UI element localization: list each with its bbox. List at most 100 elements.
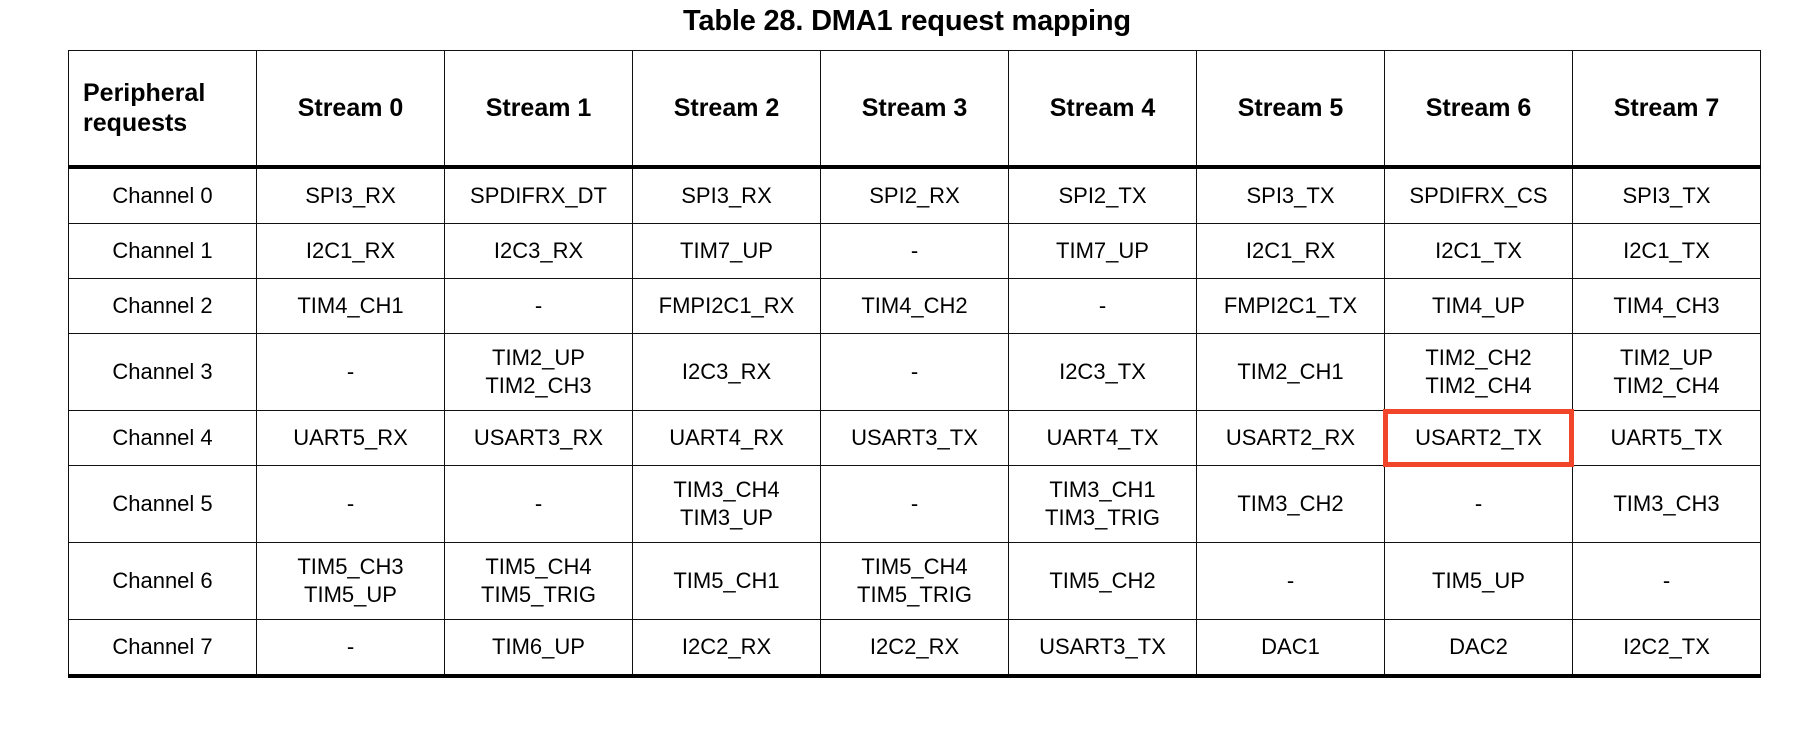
cell-r5-stream-4: TIM3_CH1 TIM3_TRIG xyxy=(1008,465,1197,543)
row-header-channel-6: Channel 6 xyxy=(68,542,257,620)
cell-r5-stream-7: TIM3_CH3 xyxy=(1572,465,1761,543)
cell-value: - xyxy=(534,491,543,516)
cell-value: USART2_TX xyxy=(1415,425,1542,450)
cell-r7-stream-6: DAC2 xyxy=(1384,619,1573,678)
cell-r6-stream-2: TIM5_CH1 xyxy=(632,542,821,620)
cell-value: TIM6_UP xyxy=(492,634,585,659)
cell-value: TIM4_UP xyxy=(1432,293,1525,318)
cell-r6-stream-0: TIM5_CH3 TIM5_UP xyxy=(256,542,445,620)
cell-value: TIM2_CH1 xyxy=(1237,359,1344,384)
cell-value: I2C1_TX xyxy=(1435,238,1522,263)
table-body: Channel 0 SPI3_RX SPDIFRX_DT SPI3_RX SPI2_RX… xyxy=(68,166,1761,678)
row-header-channel-0: Channel 0 xyxy=(68,166,257,224)
cell-r0-stream-0: SPI3_RX xyxy=(256,166,445,224)
cell-r5-stream-2: TIM3_CH4 TIM3_UP xyxy=(632,465,821,543)
column-header-stream-0: Stream 0 xyxy=(256,50,445,169)
cell-value: I2C1_RX xyxy=(305,238,396,263)
cell-r3-stream-6: TIM2_CH2 TIM2_CH4 xyxy=(1384,333,1573,411)
column-header-stream-3: Stream 3 xyxy=(820,50,1009,169)
column-header-stream-1: Stream 1 xyxy=(444,50,633,169)
column-header-stream-7: Stream 7 xyxy=(1572,50,1761,169)
cell-r2-stream-6: TIM4_UP xyxy=(1384,278,1573,334)
cell-value: TIM3_CH1 TIM3_TRIG xyxy=(1045,477,1160,530)
cell-r1-stream-7: I2C1_TX xyxy=(1572,223,1761,279)
cell-r4-stream-3: USART3_TX xyxy=(820,410,1009,466)
cell-value: I2C2_RX xyxy=(681,634,772,659)
cell-value: TIM2_UP TIM2_CH4 xyxy=(1613,345,1720,398)
cell-r5-stream-5: TIM3_CH2 xyxy=(1196,465,1385,543)
cell-value: DAC1 xyxy=(1261,634,1320,659)
cell-value: - xyxy=(346,359,355,384)
column-header-stream-2: Stream 2 xyxy=(632,50,821,169)
dma1-request-mapping-table-wrapper: Peripheral requests Stream 0 Stream 1 St… xyxy=(68,50,1761,678)
cell-value: SPI3_RX xyxy=(305,183,396,208)
cell-value: - xyxy=(534,293,543,318)
cell-value: TIM4_CH3 xyxy=(1613,293,1720,318)
column-header-peripheral-requests: Peripheral requests xyxy=(68,50,257,169)
cell-r3-stream-3: - xyxy=(820,333,1009,411)
cell-value: TIM7_UP xyxy=(1056,238,1149,263)
row-header-channel-7: Channel 7 xyxy=(68,619,257,678)
cell-value: - xyxy=(1662,568,1671,593)
cell-r2-stream-0: TIM4_CH1 xyxy=(256,278,445,334)
table-title: Table 28. DMA1 request mapping xyxy=(683,5,1131,37)
cell-value: UART5_TX xyxy=(1610,425,1723,450)
cell-r1-stream-3: - xyxy=(820,223,1009,279)
table-row: Channel 5--TIM3_CH4 TIM3_UP-TIM3_CH1 TIM… xyxy=(68,465,1761,543)
cell-r3-stream-1: TIM2_UP TIM2_CH3 xyxy=(444,333,633,411)
cell-r2-stream-1: - xyxy=(444,278,633,334)
cell-r6-stream-6: TIM5_UP xyxy=(1384,542,1573,620)
cell-r7-stream-1: TIM6_UP xyxy=(444,619,633,678)
row-header-channel-3: Channel 3 xyxy=(68,333,257,411)
cell-value: USART3_TX xyxy=(851,425,978,450)
cell-r3-stream-4: I2C3_TX xyxy=(1008,333,1197,411)
table-row: Channel 0 SPI3_RX SPDIFRX_DT SPI3_RX SPI2_RX… xyxy=(68,166,1761,224)
cell-value: UART4_RX xyxy=(669,425,784,450)
cell-r6-stream-4: TIM5_CH2 xyxy=(1008,542,1197,620)
cell-value: FMPI2C1_RX xyxy=(658,293,795,318)
cell-r0-stream-2: SPI3_RX xyxy=(632,166,821,224)
cell-r3-stream-5: TIM2_CH1 xyxy=(1196,333,1385,411)
cell-value: TIM4_CH2 xyxy=(861,293,968,318)
cell-r6-stream-5: - xyxy=(1196,542,1385,620)
cell-value: USART3_RX xyxy=(473,425,604,450)
cell-value: USART2_RX xyxy=(1225,425,1356,450)
cell-r0-stream-7: SPI3_TX xyxy=(1572,166,1761,224)
cell-r6-stream-7: - xyxy=(1572,542,1761,620)
cell-r0-stream-4: SPI2_TX xyxy=(1008,166,1197,224)
cell-r5-stream-1: - xyxy=(444,465,633,543)
cell-r7-stream-3: I2C2_RX xyxy=(820,619,1009,678)
cell-r0-stream-1: SPDIFRX_DT xyxy=(444,166,633,224)
cell-r7-stream-7: I2C2_TX xyxy=(1572,619,1761,678)
cell-value: TIM5_CH3 TIM5_UP xyxy=(297,554,404,607)
row-header-channel-1: Channel 1 xyxy=(68,223,257,279)
cell-value: TIM2_CH2 TIM2_CH4 xyxy=(1425,345,1532,398)
row-header-channel-2: Channel 2 xyxy=(68,278,257,334)
cell-value: SPDIFRX_DT xyxy=(470,183,607,208)
cell-r1-stream-2: TIM7_UP xyxy=(632,223,821,279)
cell-value: SPI2_RX xyxy=(869,183,960,208)
cell-value: I2C3_RX xyxy=(493,238,584,263)
row-header-channel-5: Channel 5 xyxy=(68,465,257,543)
cell-value: UART5_RX xyxy=(293,425,408,450)
cell-r4-stream-5: USART2_RX xyxy=(1196,410,1385,466)
cell-r4-stream-6: USART2_TX xyxy=(1383,409,1574,467)
cell-value: SPI2_TX xyxy=(1058,183,1147,208)
cell-r4-stream-0: UART5_RX xyxy=(256,410,445,466)
cell-r1-stream-0: I2C1_RX xyxy=(256,223,445,279)
cell-value: FMPI2C1_TX xyxy=(1223,293,1358,318)
cell-value: I2C2_RX xyxy=(869,634,960,659)
table-header: Peripheral requests Stream 0 Stream 1 St… xyxy=(68,50,1761,169)
cell-value: I2C1_RX xyxy=(1245,238,1336,263)
dma1-request-mapping-table: Peripheral requests Stream 0 Stream 1 St… xyxy=(68,50,1761,678)
cell-value: - xyxy=(910,359,919,384)
cell-value: TIM3_CH3 xyxy=(1613,491,1720,516)
cell-value: TIM4_CH1 xyxy=(297,293,404,318)
cell-r2-stream-3: TIM4_CH2 xyxy=(820,278,1009,334)
cell-r4-stream-1: USART3_RX xyxy=(444,410,633,466)
cell-r7-stream-0: - xyxy=(256,619,445,678)
